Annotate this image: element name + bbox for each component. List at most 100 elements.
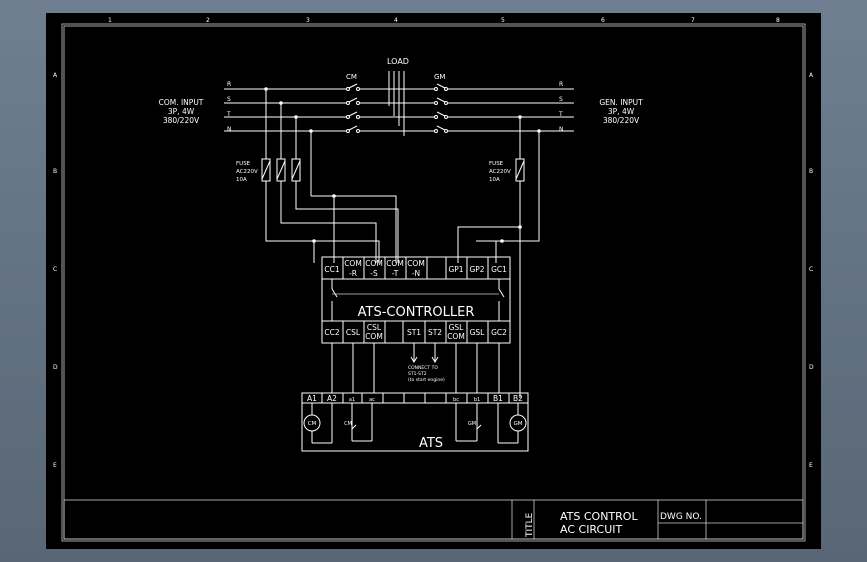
gm-contacts [434, 83, 448, 133]
col-label: 8 [776, 17, 780, 24]
terminal-com-t: -T [392, 269, 399, 278]
row-label: B [53, 168, 57, 175]
ats-controller-box [321, 256, 511, 344]
controller-bottom-dividers [342, 321, 489, 343]
com-input-label: COM. INPUT 3P, 4W 380/220V [159, 98, 204, 125]
controller-internal-contacts [331, 279, 505, 321]
controller-bottom-labels: CC2 CSL CSL COM ST1 ST2 GSL COM GSL GC2 [324, 323, 507, 341]
terminal-com-s: COM [365, 259, 383, 268]
terminal-b1-small: b1 [474, 397, 480, 403]
svg-text:(to start engine): (to start engine) [408, 377, 445, 383]
bus-lines [224, 88, 574, 132]
outer-frame [61, 23, 806, 542]
terminal-a1-small: a1 [349, 397, 355, 403]
ats-terminal-labels: A1 A2 a1 ac bc b1 B1 B2 [307, 394, 523, 403]
start-engine-note: CONNECT TO ST1-ST2 (to start engine) [408, 365, 445, 383]
phase-label: R [559, 81, 563, 88]
phase-label: T [226, 111, 231, 118]
controller-title: ATS-CONTROLLER [358, 305, 475, 320]
controller-to-ats-wires [331, 343, 500, 393]
svg-text:10A: 10A [489, 177, 500, 183]
gm-switch-label: GM [468, 421, 476, 427]
fuse-left-label: FUSE AC220V 10A [236, 161, 258, 183]
gm-motor-label: GM [513, 421, 522, 427]
terminal-gsl-com: COM [447, 332, 465, 341]
row-label: A [809, 72, 814, 79]
fuse-right-label: FUSE AC220V 10A [489, 161, 511, 183]
col-label: 1 [108, 17, 112, 24]
terminal-com-n: -N [412, 269, 420, 278]
terminal-gp1: GP1 [448, 265, 463, 274]
ats-internals [303, 403, 527, 444]
gm-label: GM [434, 73, 445, 81]
row-labels-right: A B C D E [809, 72, 814, 469]
col-label: 3 [306, 17, 310, 24]
load-label: LOAD [387, 57, 409, 66]
svg-text:FUSE: FUSE [236, 161, 251, 167]
terminal-cc2: CC2 [324, 328, 339, 337]
drawing-title-line-1: ATS CONTROL [560, 510, 638, 523]
start-signal-arrows [410, 343, 439, 363]
column-labels: 1 2 3 4 5 6 7 8 [108, 17, 780, 24]
terminal-com-s: -S [370, 269, 378, 278]
terminal-cc1: CC1 [324, 265, 339, 274]
row-label: D [53, 364, 58, 371]
terminal-a1: A1 [307, 394, 317, 403]
terminal-csl-com: COM [365, 332, 383, 341]
row-label: B [809, 168, 813, 175]
row-label: C [809, 266, 813, 273]
svg-text:3P, 4W: 3P, 4W [608, 107, 635, 116]
ats-terminal-dividers [321, 393, 510, 403]
svg-text:AC220V: AC220V [489, 169, 511, 175]
col-label: 4 [394, 17, 398, 24]
ats-label: ATS [419, 436, 443, 451]
cm-switch-label: CM [344, 421, 352, 427]
terminal-csl: CSL [346, 328, 361, 337]
svg-text:AC220V: AC220V [236, 169, 258, 175]
terminal-a2: A2 [327, 394, 337, 403]
phase-label: S [227, 96, 231, 103]
row-label: D [809, 364, 814, 371]
cm-label: CM [346, 73, 357, 81]
terminal-gc1: GC1 [491, 265, 507, 274]
terminal-gp2: GP2 [469, 265, 484, 274]
row-label: E [53, 462, 57, 469]
svg-text:GEN. INPUT: GEN. INPUT [599, 98, 643, 107]
terminal-bc: bc [453, 397, 459, 403]
drawing-title-line-2: AC CIRCUIT [560, 523, 623, 536]
title-caption: TITLE [525, 512, 535, 538]
phase-label: N [227, 126, 232, 133]
phase-label: S [559, 96, 563, 103]
controller-top-labels: CC1 COM -R COM -S COM -T COM -N GP1 GP2 … [324, 259, 507, 278]
right-taps [457, 115, 541, 398]
svg-text:10A: 10A [236, 177, 247, 183]
col-label: 5 [501, 17, 505, 24]
terminal-st1: ST1 [407, 328, 421, 337]
row-labels-left: A B C D E [53, 72, 58, 469]
title-block [63, 499, 804, 540]
svg-text:COM. INPUT: COM. INPUT [159, 98, 204, 107]
phase-label: T [558, 111, 563, 118]
terminal-b2: B2 [513, 394, 523, 403]
row-label: A [53, 72, 58, 79]
svg-text:3P, 4W: 3P, 4W [168, 107, 195, 116]
svg-text:380/220V: 380/220V [603, 116, 640, 125]
drawing-sheet: 1 2 3 4 5 6 7 8 A B C D E A B C D E LOAD… [46, 13, 821, 549]
cm-motor-label: CM [308, 421, 317, 427]
col-label: 7 [691, 17, 695, 24]
svg-text:FUSE: FUSE [489, 161, 504, 167]
terminal-com-t: COM [386, 259, 404, 268]
controller-top-dividers [342, 257, 489, 279]
terminal-com-r: COM [344, 259, 362, 268]
phase-labels-right: R S T N [558, 81, 564, 133]
terminal-com-n: COM [407, 259, 425, 268]
phase-labels-left: R S T N [226, 81, 232, 133]
terminal-gc2: GC2 [491, 328, 507, 337]
terminal-ac: ac [369, 397, 375, 403]
left-taps [261, 87, 399, 263]
phase-label: R [227, 81, 231, 88]
cm-contacts [346, 83, 360, 133]
terminal-st2: ST2 [428, 328, 442, 337]
row-label: E [809, 462, 813, 469]
terminal-csl-com: CSL [367, 323, 382, 332]
